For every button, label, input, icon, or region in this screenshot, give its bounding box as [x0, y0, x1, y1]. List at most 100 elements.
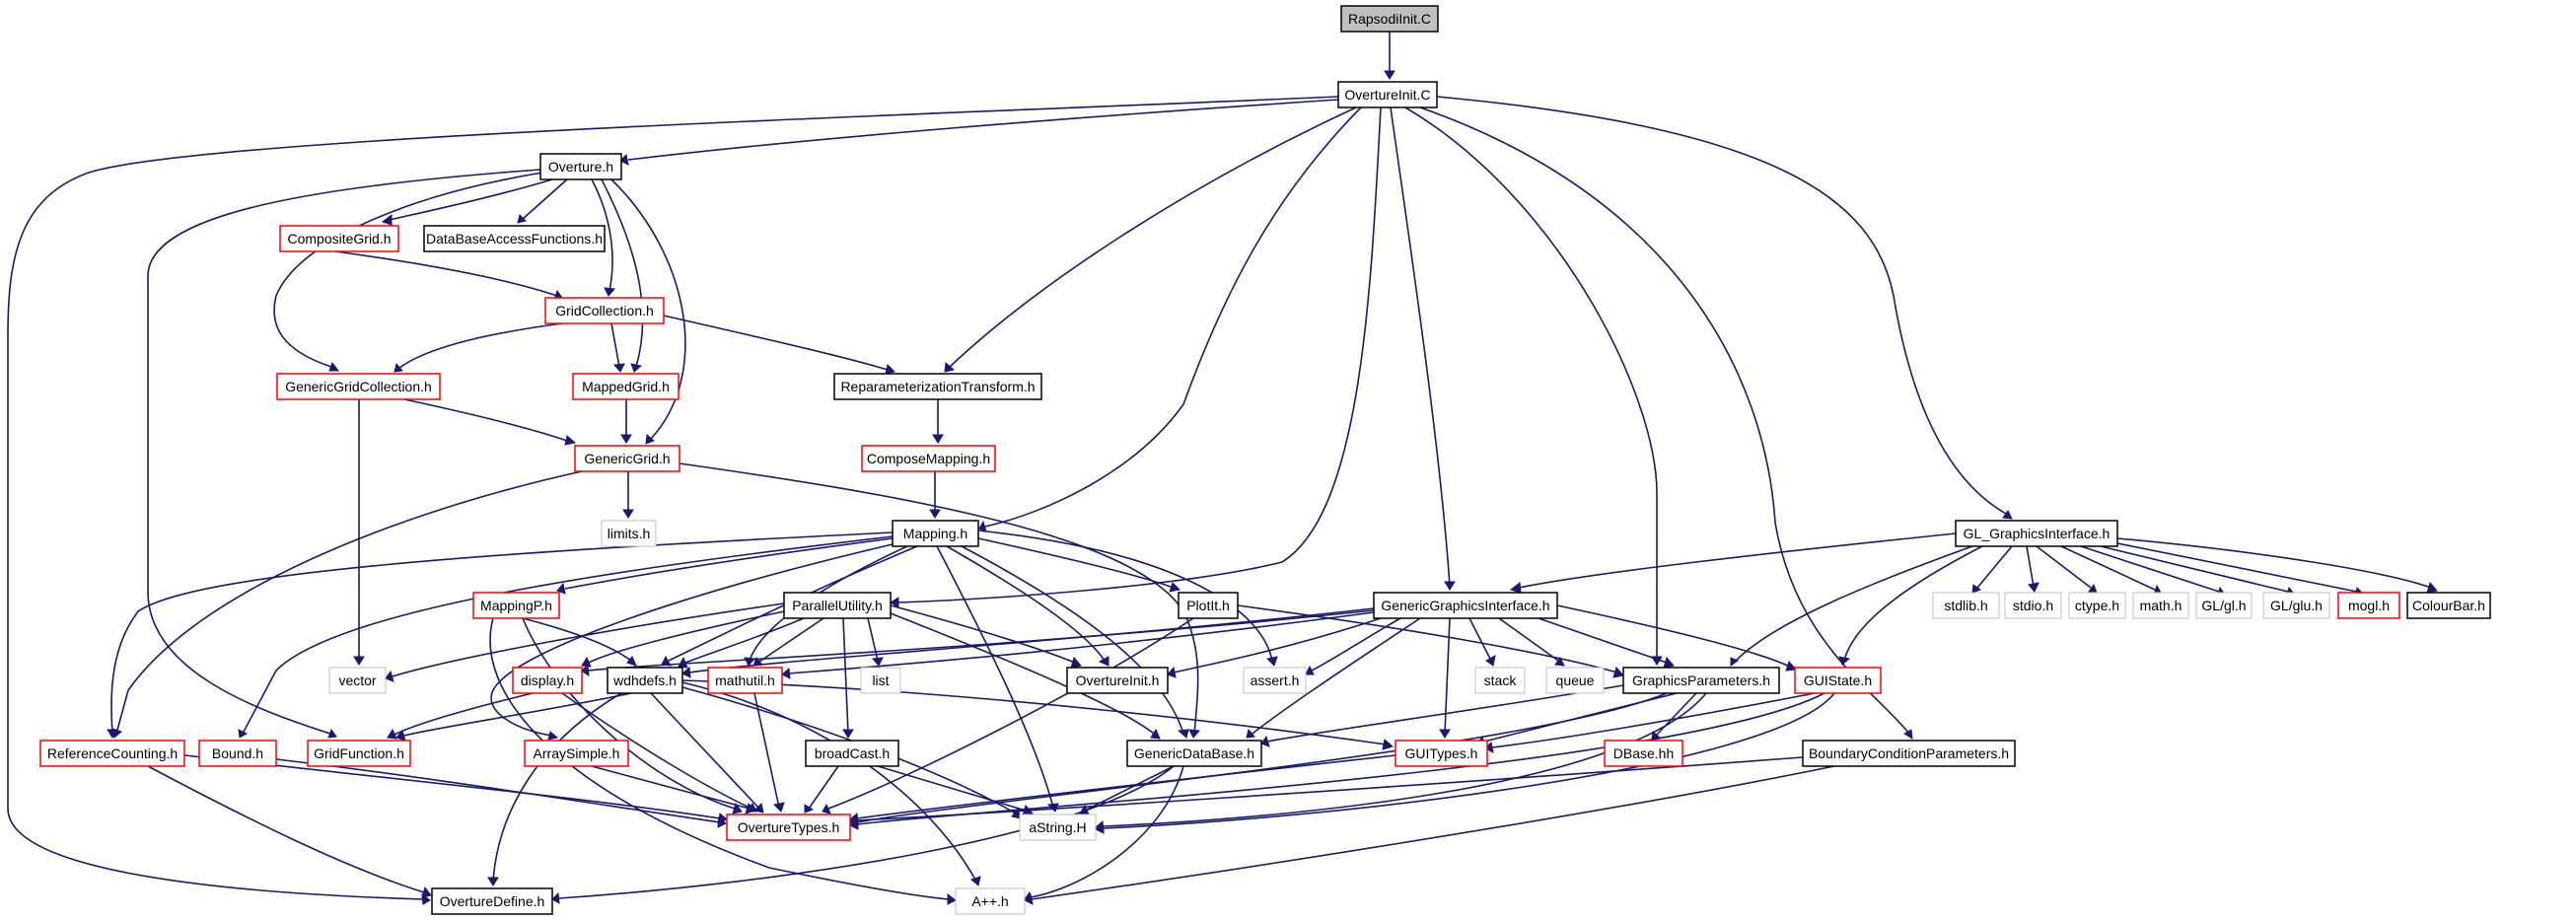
node-dbase[interactable]: DBase.hh	[1604, 740, 1683, 767]
edge-gridcollection-to-genericgridcollection	[394, 322, 563, 373]
node-box	[1604, 740, 1683, 767]
node-label: RapsodiInit.C	[1348, 11, 1431, 27]
edge-parallelutility-to-vector	[385, 602, 785, 682]
edge-ggi-to-wdhdefs	[681, 607, 1375, 678]
node-label: OvertureInit.C	[1344, 87, 1430, 103]
node-mappingp[interactable]: MappingP.h	[472, 592, 560, 619]
node-list[interactable]: list	[860, 667, 901, 694]
node-box	[805, 740, 899, 767]
node-overtureinit_c[interactable]: OvertureInit.C	[1337, 81, 1438, 108]
node-stdio[interactable]: stdio.h	[2004, 592, 2062, 619]
node-overturedefine[interactable]: OvertureDefine.h	[431, 887, 553, 915]
node-rapsodi[interactable]: RapsodiInit.C	[1340, 5, 1439, 33]
edge-overture_h-to-gridfunction	[147, 169, 541, 739]
node-label: PlotIt.h	[1186, 598, 1230, 613]
node-genericdatabase[interactable]: GenericDataBase.h	[1126, 740, 1262, 767]
node-mogl[interactable]: mogl.h	[2337, 592, 2400, 619]
node-mappedgrid[interactable]: MappedGrid.h	[572, 373, 680, 400]
node-limits[interactable]: limits.h	[601, 520, 657, 547]
node-overtureinit_h[interactable]: OvertureInit.h	[1066, 667, 1169, 694]
edge-overture_h-to-genericgridcollection	[273, 172, 543, 372]
edge-overtureinit_c-to-mapping	[978, 106, 1362, 532]
node-refcounting[interactable]: ReferenceCounting.h	[39, 740, 185, 767]
node-box	[1243, 667, 1307, 694]
node-wdhdefs[interactable]: wdhdefs.h	[607, 667, 683, 694]
node-mathutil[interactable]: mathutil.h	[707, 667, 783, 694]
node-overturetypes[interactable]: OvertureTypes.h	[726, 814, 851, 841]
node-colourbar[interactable]: ColourBar.h	[2406, 592, 2491, 619]
node-guistate[interactable]: GUIState.h	[1794, 667, 1882, 694]
node-box	[1622, 667, 1780, 694]
node-compositegrid[interactable]: CompositeGrid.h	[279, 225, 399, 252]
node-label: A++.h	[971, 893, 1008, 909]
node-broadcast[interactable]: broadCast.h	[805, 740, 899, 767]
edge-compositegrid-to-gridcollection	[334, 250, 563, 301]
edge-gridcollection-to-reparam	[663, 315, 895, 375]
node-box	[833, 373, 1042, 400]
node-box	[1395, 740, 1488, 767]
node-arraysimple[interactable]: ArraySimple.h	[524, 740, 629, 767]
node-ctype[interactable]: ctype.h	[2068, 592, 2126, 619]
node-graphicsparams[interactable]: GraphicsParameters.h	[1622, 667, 1780, 694]
edge-display-to-gridfunction	[387, 692, 534, 740]
node-astring[interactable]: aString.H	[1019, 814, 1097, 841]
node-box	[472, 592, 560, 619]
node-stack[interactable]: stack	[1474, 667, 1526, 694]
edge-bcparams-to-overturetypes	[849, 756, 1804, 826]
node-box	[276, 373, 441, 400]
node-genericgrid[interactable]: GenericGrid.h	[574, 445, 680, 472]
node-dbaccess[interactable]: DataBaseAccessFunctions.h	[423, 225, 606, 252]
node-label: display.h	[521, 672, 574, 688]
edge-overture_h-to-genericgrid	[610, 178, 686, 445]
edge-overtureinit_c-to-graphicsparams	[1404, 106, 1663, 666]
file-nodes: RapsodiInit.C OvertureInit.C Overture.hCom…	[39, 5, 2491, 915]
node-gl_gi[interactable]: GL_GraphicsInterface.h	[1955, 520, 2118, 547]
node-app[interactable]: A++.h	[955, 887, 1026, 915]
node-glgl[interactable]: GL/gl.h	[2195, 592, 2253, 619]
node-box	[707, 667, 783, 694]
node-genericgridcollection[interactable]: GenericGridCollection.h	[276, 373, 441, 400]
node-gridfunction[interactable]: GridFunction.h	[307, 740, 411, 767]
node-assert[interactable]: assert.h	[1243, 667, 1307, 694]
node-box	[1066, 667, 1169, 694]
node-reparam[interactable]: ReparameterizationTransform.h	[833, 373, 1042, 400]
edge-mapping-to-overtureinit_h	[946, 545, 1109, 667]
node-box	[572, 373, 680, 400]
node-label: OvertureDefine.h	[440, 893, 545, 909]
node-box	[524, 740, 629, 767]
node-math[interactable]: math.h	[2132, 592, 2189, 619]
edge-mappedgrid-to-genericgrid	[620, 399, 632, 444]
edge-broadcast-to-overturetypes	[804, 765, 839, 814]
edge-genericgridcollection-to-genericgrid	[403, 398, 577, 446]
node-composemapping[interactable]: ComposeMapping.h	[861, 445, 996, 472]
node-guitypes[interactable]: GUITypes.h	[1395, 740, 1488, 767]
node-ggi[interactable]: GenericGraphicsInterface.h	[1373, 592, 1558, 619]
edge-ggi-to-guistate	[1556, 604, 1798, 672]
edge-overtureinit_c-to-parallelutility	[890, 106, 1382, 608]
edge-mappingp-to-wdhdefs	[522, 617, 637, 667]
edge-gl_gi-to-stdlib	[1971, 545, 2013, 594]
node-gridcollection[interactable]: GridCollection.h	[544, 297, 665, 324]
node-label: mathutil.h	[715, 672, 775, 688]
node-overture_h[interactable]: Overture.h	[539, 153, 622, 180]
node-box	[2406, 592, 2491, 619]
node-display[interactable]: display.h	[512, 667, 583, 694]
node-glglu[interactable]: GL/glu.h	[2262, 592, 2330, 619]
edge-wdhdefs-to-overturedefine	[487, 692, 622, 886]
node-label: math.h	[2140, 598, 2182, 613]
node-parallelutility[interactable]: ParallelUtility.h	[783, 592, 892, 619]
node-bcparams[interactable]: BoundaryConditionParameters.h	[1802, 740, 2016, 767]
edge-mapping-to-genericdatabase	[961, 545, 1189, 739]
edge-ggi-to-display	[580, 609, 1375, 676]
node-mapping[interactable]: Mapping.h	[892, 520, 979, 547]
node-box	[1932, 592, 2000, 619]
node-label: Overture.h	[548, 159, 613, 175]
node-vector[interactable]: vector	[328, 667, 387, 694]
node-queue[interactable]: queue	[1545, 667, 1605, 694]
node-box	[574, 445, 680, 472]
node-label: limits.h	[608, 526, 651, 541]
node-stdlib[interactable]: stdlib.h	[1932, 592, 2000, 619]
node-box	[1802, 740, 2016, 767]
node-bound[interactable]: Bound.h	[198, 740, 277, 767]
node-plotit[interactable]: PlotIt.h	[1178, 592, 1239, 619]
